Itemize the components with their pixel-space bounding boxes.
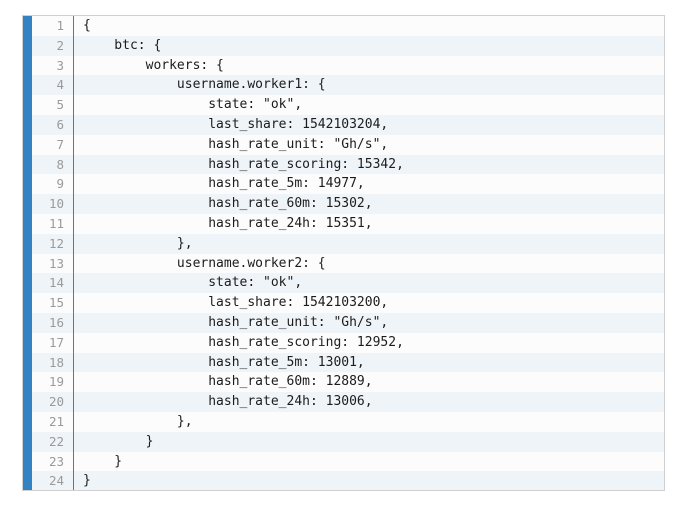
line-number: 12 [32,233,74,254]
code-line[interactable]: 7 hash_rate_unit: "Gh/s", [32,134,664,155]
code-line[interactable]: 20 hash_rate_24h: 13006, [32,392,664,412]
line-number: 23 [32,451,74,472]
code-line[interactable]: 19 hash_rate_60m: 12889, [32,372,664,393]
code-line[interactable]: 16 hash_rate_unit: "Gh/s", [32,312,664,333]
line-content: } [83,473,91,489]
code-line[interactable]: 8 hash_rate_scoring: 15342, [32,154,664,175]
code-block: 1{2 btc: {3 workers: {4 username.worker1… [22,15,665,491]
line-number: 7 [32,134,74,155]
line-content: hash_rate_5m: 13001, [83,354,365,370]
line-number: 2 [32,35,74,56]
code-line[interactable]: 18 hash_rate_5m: 13001, [32,352,664,373]
line-content: state: "ok", [83,275,303,291]
line-number: 3 [32,55,74,76]
line-number: 9 [32,174,74,195]
code-line[interactable]: 24} [32,471,664,490]
line-content: last_share: 1542103200, [83,295,389,311]
line-number: 13 [32,253,74,274]
line-content: username.worker1: { [83,77,326,93]
code-line[interactable]: 9 hash_rate_5m: 14977, [32,174,664,195]
line-number: 11 [32,213,74,234]
code-line[interactable]: 3 workers: { [32,55,664,76]
line-content: } [83,453,123,469]
code-line[interactable]: 23 } [32,451,664,472]
line-number: 4 [32,75,74,96]
code-line[interactable]: 22 } [32,431,664,452]
line-content: { [83,18,91,33]
code-line[interactable]: 21 }, [32,411,664,432]
code-line[interactable]: 6 last_share: 1542103204, [32,114,664,135]
code-line[interactable]: 13 username.worker2: { [32,253,664,274]
line-content: hash_rate_24h: 13006, [83,394,373,410]
line-number: 5 [32,95,74,115]
code-lines-container[interactable]: 1{2 btc: {3 workers: {4 username.worker1… [32,16,664,490]
line-number: 6 [32,114,74,135]
line-number: 18 [32,352,74,373]
line-content: last_share: 1542103204, [83,116,389,132]
line-content: username.worker2: { [83,255,326,271]
code-line[interactable]: 12 }, [32,233,664,254]
line-content: hash_rate_scoring: 15342, [83,156,404,172]
line-content: hash_rate_5m: 14977, [83,176,365,192]
line-content: hash_rate_24h: 15351, [83,215,373,231]
code-line[interactable]: 2 btc: { [32,35,664,56]
line-content: btc: { [83,37,162,53]
line-number: 20 [32,392,74,412]
line-content: state: "ok", [83,97,303,113]
line-number: 16 [32,312,74,333]
code-line[interactable]: 5 state: "ok", [32,95,664,115]
line-content: }, [83,413,193,429]
code-line[interactable]: 17 hash_rate_scoring: 12952, [32,332,664,353]
line-number: 19 [32,372,74,393]
line-number: 15 [32,293,74,313]
accent-bar [23,16,32,490]
line-number: 17 [32,332,74,353]
line-content: }, [83,235,193,251]
line-content: workers: { [83,57,224,73]
line-content: hash_rate_scoring: 12952, [83,334,404,350]
line-number: 10 [32,194,74,214]
line-number: 8 [32,154,74,175]
code-line[interactable]: 15 last_share: 1542103200, [32,293,664,313]
line-number: 1 [32,16,74,36]
line-content: hash_rate_60m: 12889, [83,374,373,390]
line-content: } [83,433,154,449]
code-line[interactable]: 4 username.worker1: { [32,75,664,96]
line-number: 14 [32,273,74,294]
code-line[interactable]: 11 hash_rate_24h: 15351, [32,213,664,234]
line-number: 21 [32,411,74,432]
line-content: hash_rate_unit: "Gh/s", [83,314,389,330]
line-content: hash_rate_60m: 15302, [83,196,373,212]
line-number: 22 [32,431,74,452]
code-line[interactable]: 14 state: "ok", [32,273,664,294]
code-line[interactable]: 10 hash_rate_60m: 15302, [32,194,664,214]
code-line[interactable]: 1{ [32,16,664,36]
line-content: hash_rate_unit: "Gh/s", [83,136,389,152]
line-number: 24 [32,471,74,490]
